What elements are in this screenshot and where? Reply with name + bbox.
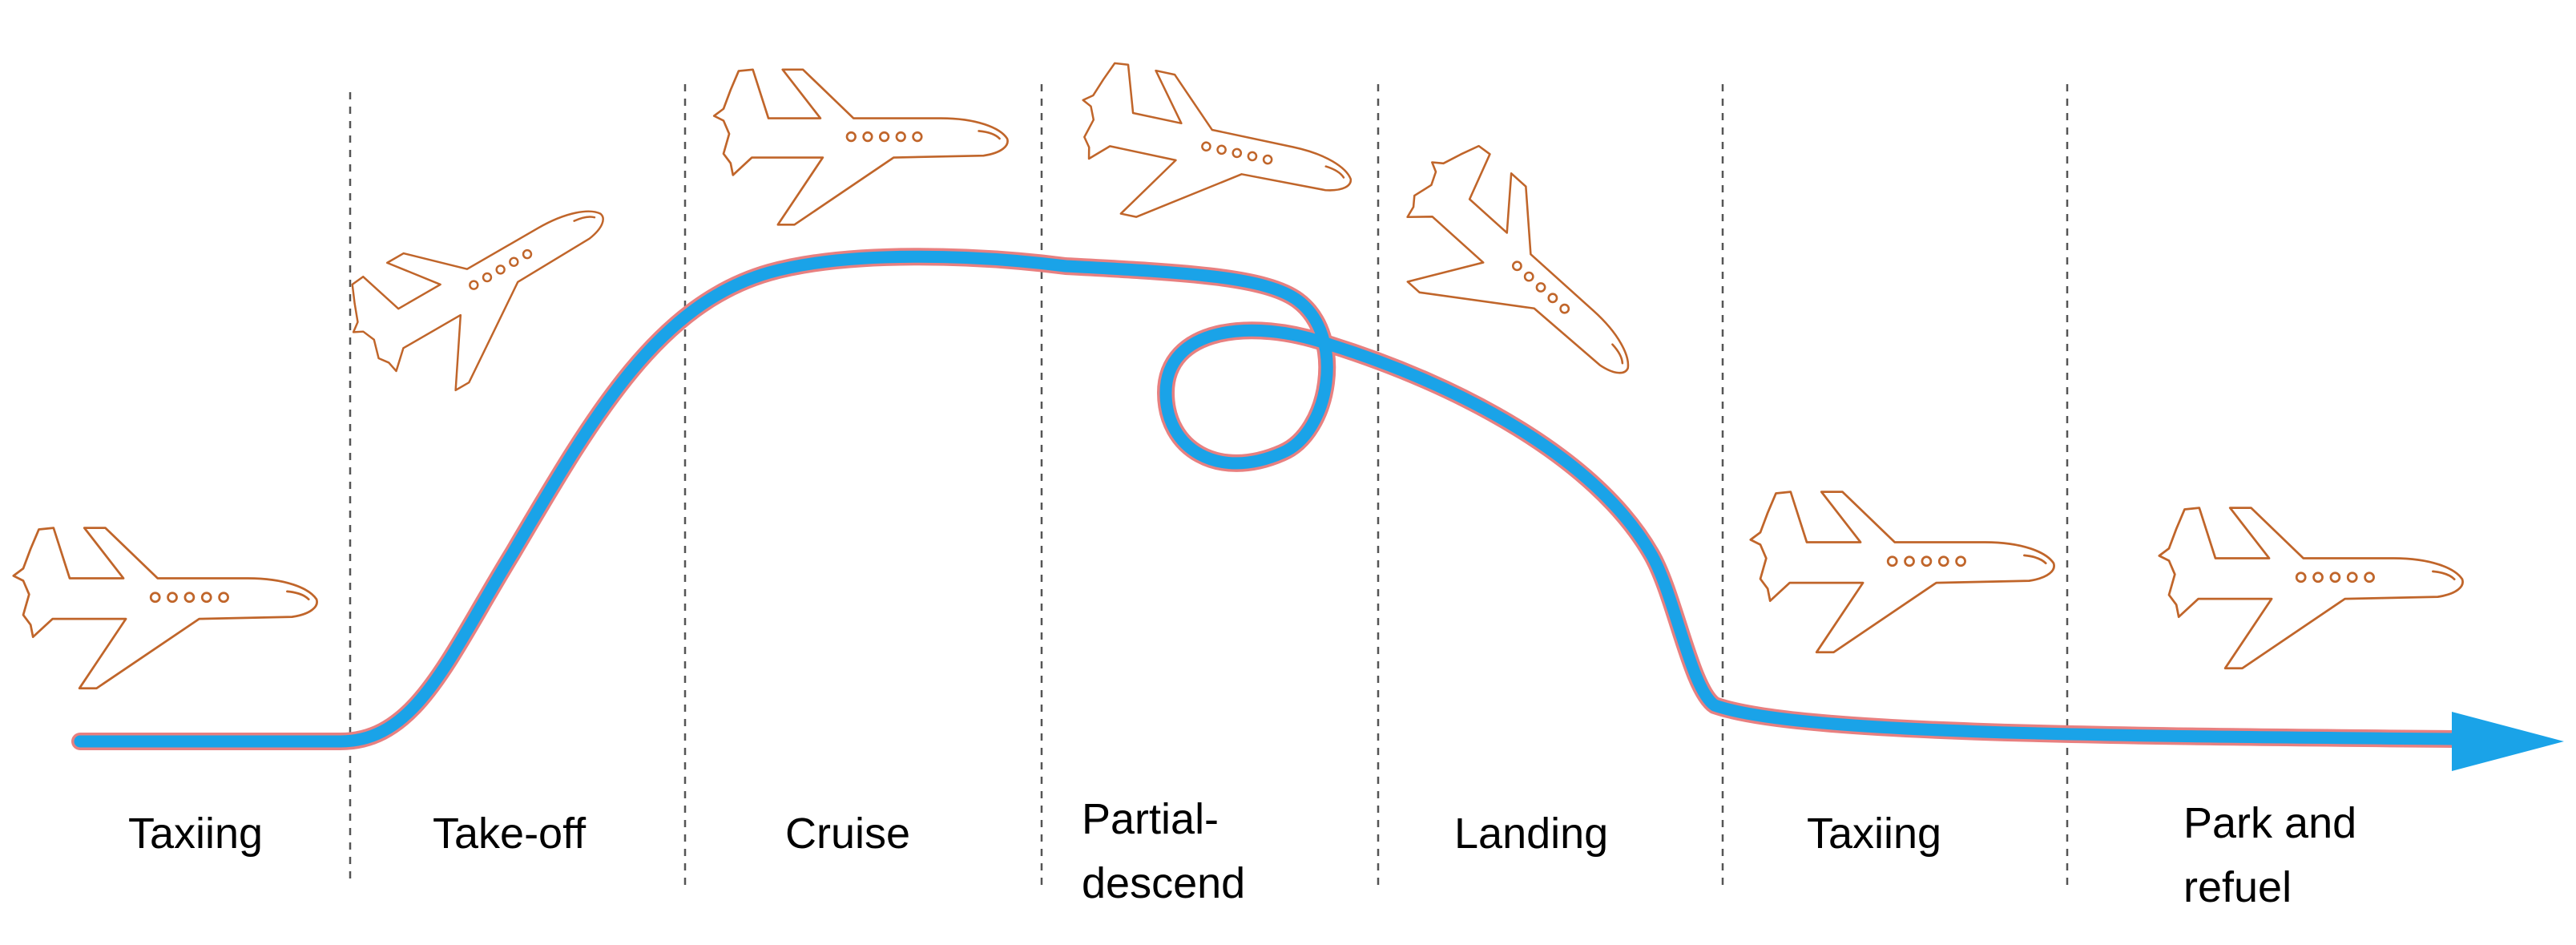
- phase-label-landing: Landing: [1454, 810, 1608, 858]
- airplane-icon-cruise: [712, 68, 1009, 226]
- flight-path-core: [74, 250, 2462, 748]
- phase-label-park-line2: refuel: [2183, 863, 2292, 911]
- phase-label-taxiing: Taxiing: [128, 810, 263, 858]
- phase-labels: Taxiing Take-off Cruise Partial- descend…: [128, 795, 2356, 911]
- airplanes: [12, 55, 2464, 690]
- arrowhead-icon: [2452, 712, 2564, 771]
- flight-path-arrow: [71, 248, 2564, 771]
- phase-label-takeoff: Take-off: [433, 810, 587, 858]
- phase-label-partial-descend-line2: descend: [1082, 859, 1245, 907]
- airplane-icon-taxiing-2: [1749, 491, 2055, 654]
- phase-label-taxiing-2: Taxiing: [1807, 810, 1941, 858]
- phase-label-park-line1: Park and: [2183, 799, 2356, 847]
- phase-label-partial-descend-line1: Partial-: [1082, 795, 1219, 843]
- phase-dividers: [349, 84, 2069, 886]
- phase-label-cruise: Cruise: [785, 810, 910, 858]
- airplane-icon-park: [2158, 507, 2464, 670]
- airplane-icon-landing: [1361, 127, 1675, 432]
- airplane-icon-partial-descend: [1060, 55, 1366, 260]
- airplane-icon-taxiing: [12, 527, 318, 690]
- airplane-icon-takeoff: [330, 156, 643, 422]
